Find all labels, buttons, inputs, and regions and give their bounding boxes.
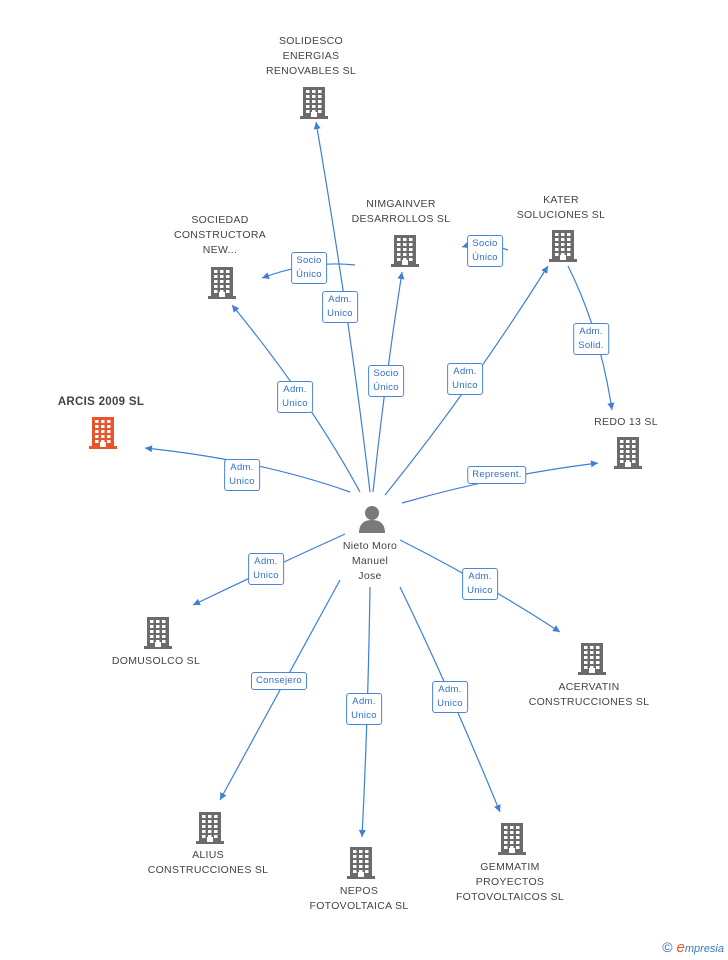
building-solidesco-icon[interactable] [298, 85, 330, 124]
copyright-icon: © [662, 939, 673, 955]
building-sociedad-icon[interactable] [206, 265, 238, 304]
edge-sociedad-sub-arrowhead [262, 272, 270, 279]
edge-solidesco-arrowhead [313, 122, 321, 130]
relation-label[interactable]: Socio Único [291, 252, 327, 284]
company-arcis[interactable]: ARCIS 2009 SL [57, 396, 145, 408]
edge-redo-arrowhead [590, 460, 598, 468]
edge-arcis-arrowhead [145, 445, 153, 453]
relation-label[interactable]: Consejero [250, 672, 308, 690]
building-alius-icon[interactable] [194, 810, 226, 849]
edge-alius [219, 579, 341, 801]
building-gemmatim-icon[interactable] [496, 821, 528, 860]
person-icon [357, 505, 387, 538]
building-nepos-icon[interactable] [345, 845, 377, 884]
edge-alius-arrowhead [220, 792, 227, 800]
company-gemmatim[interactable]: GEMMATIM PROYECTOS FOTOVOLTAICOS SL [455, 861, 565, 903]
relation-label[interactable]: Adm. Unico [248, 553, 284, 585]
edge-gemmatim-arrowhead [494, 804, 501, 812]
relation-label[interactable]: Adm. Unico [322, 291, 358, 323]
company-nimgainver[interactable]: NIMGAINVER DESARROLLOS SL [351, 198, 451, 225]
company-redo[interactable]: REDO 13 SL [594, 416, 658, 428]
relation-label[interactable]: Adm. Unico [224, 459, 260, 491]
edge-kater-arrowhead [541, 266, 548, 274]
edge-kater-redo-arrowhead [607, 402, 615, 410]
building-nimgainver-icon[interactable] [389, 233, 421, 272]
relation-label[interactable]: Adm. Unico [346, 693, 382, 725]
footer-brand: ©empresia [662, 939, 724, 956]
relation-label[interactable]: Adm. Solid. [573, 323, 609, 355]
company-nepos[interactable]: NEPOS FOTOVOLTAICA SL [309, 885, 409, 912]
edge-domusolco-arrowhead [193, 598, 201, 606]
relation-label[interactable]: Socio Único [368, 365, 404, 397]
edge-acervatin-arrowhead [552, 625, 560, 632]
relation-label[interactable]: Adm. Unico [447, 363, 483, 395]
relation-label[interactable]: Represent. [467, 466, 527, 484]
building-redo-icon[interactable] [612, 435, 644, 474]
edge-nepos-arrowhead [358, 829, 366, 837]
relation-label[interactable]: Adm. Unico [277, 381, 313, 413]
company-acervatin[interactable]: ACERVATIN CONSTRUCCIONES SL [528, 681, 650, 708]
company-domusolco[interactable]: DOMUSOLCO SL [111, 655, 201, 667]
company-kater[interactable]: KATER SOLUCIONES SL [516, 194, 606, 221]
company-alius[interactable]: ALIUS CONSTRUCCIONES SL [147, 849, 269, 876]
edge-sociedad-arrowhead [232, 305, 240, 313]
center-person-label[interactable]: Nieto Moro Manuel Jose [342, 540, 398, 582]
relation-label[interactable]: Socio Único [467, 235, 503, 267]
relation-label[interactable]: Adm. Unico [432, 681, 468, 713]
edge-nimgainver-arrowhead [397, 272, 405, 280]
building-arcis-icon[interactable] [87, 415, 119, 454]
building-kater-icon[interactable] [547, 228, 579, 267]
company-sociedad[interactable]: SOCIEDAD CONSTRUCTORA NEW... [173, 214, 267, 256]
relation-label[interactable]: Adm. Unico [462, 568, 498, 600]
brand-logo-letter: e [676, 939, 685, 956]
brand-logo-text: mpresia [684, 943, 724, 955]
building-domusolco-icon[interactable] [142, 615, 174, 654]
building-acervatin-icon[interactable] [576, 641, 608, 680]
company-solidesco[interactable]: SOLIDESCO ENERGIAS RENOVABLES SL [265, 35, 357, 77]
